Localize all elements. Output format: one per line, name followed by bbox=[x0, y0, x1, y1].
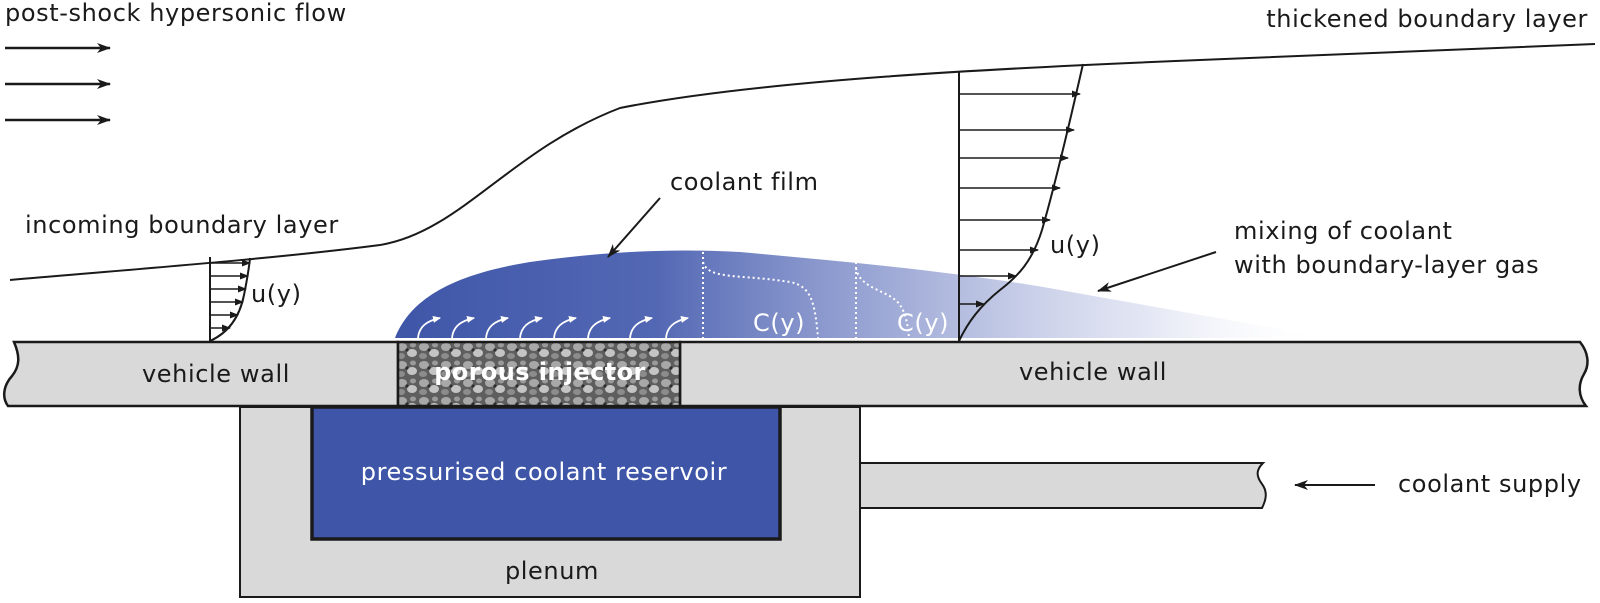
reservoir-label: pressurised coolant reservoir bbox=[361, 458, 727, 486]
coolant-supply-pipe bbox=[859, 462, 1267, 509]
vehicle-wall-left bbox=[3, 340, 400, 408]
u-y-label-left: u(y) bbox=[251, 280, 302, 308]
coolant-film-region bbox=[395, 250, 1330, 338]
injection-arrows bbox=[417, 316, 689, 339]
velocity-profile-left bbox=[209, 257, 251, 342]
vehicle-wall-right-label: vehicle wall bbox=[1019, 358, 1167, 386]
boundary-layer-edge bbox=[9, 43, 1596, 281]
post-shock-label: post-shock hypersonic flow bbox=[5, 0, 347, 27]
coolant-film-label: coolant film bbox=[670, 168, 819, 196]
coolant-reservoir bbox=[310, 405, 782, 541]
porous-injector-block bbox=[396, 340, 682, 408]
u-y-label-right: u(y) bbox=[1050, 231, 1101, 259]
mixing-pointer bbox=[1097, 251, 1217, 292]
freestream-arrows bbox=[5, 43, 111, 125]
vehicle-wall-right bbox=[678, 340, 1589, 408]
velocity-profile-right bbox=[958, 63, 1084, 342]
concentration-profile-2 bbox=[855, 242, 910, 339]
mixing-label-line1: mixing of coolant bbox=[1234, 217, 1453, 245]
porous-injector-label: porous injector bbox=[434, 358, 646, 386]
plenum-label: plenum bbox=[505, 557, 599, 585]
coolant-supply-label: coolant supply bbox=[1398, 470, 1582, 498]
concentration-profile-1 bbox=[702, 242, 819, 339]
c-y-label-1: C(y) bbox=[753, 309, 805, 337]
vehicle-wall-left-label: vehicle wall bbox=[142, 360, 290, 388]
incoming-bl-label: incoming boundary layer bbox=[25, 211, 339, 239]
thickened-bl-label: thickened boundary layer bbox=[1266, 5, 1588, 33]
coolant-film-pointer bbox=[607, 197, 661, 258]
mixing-label-line2: with boundary-layer gas bbox=[1234, 251, 1539, 279]
c-y-label-2: C(y) bbox=[897, 309, 949, 337]
